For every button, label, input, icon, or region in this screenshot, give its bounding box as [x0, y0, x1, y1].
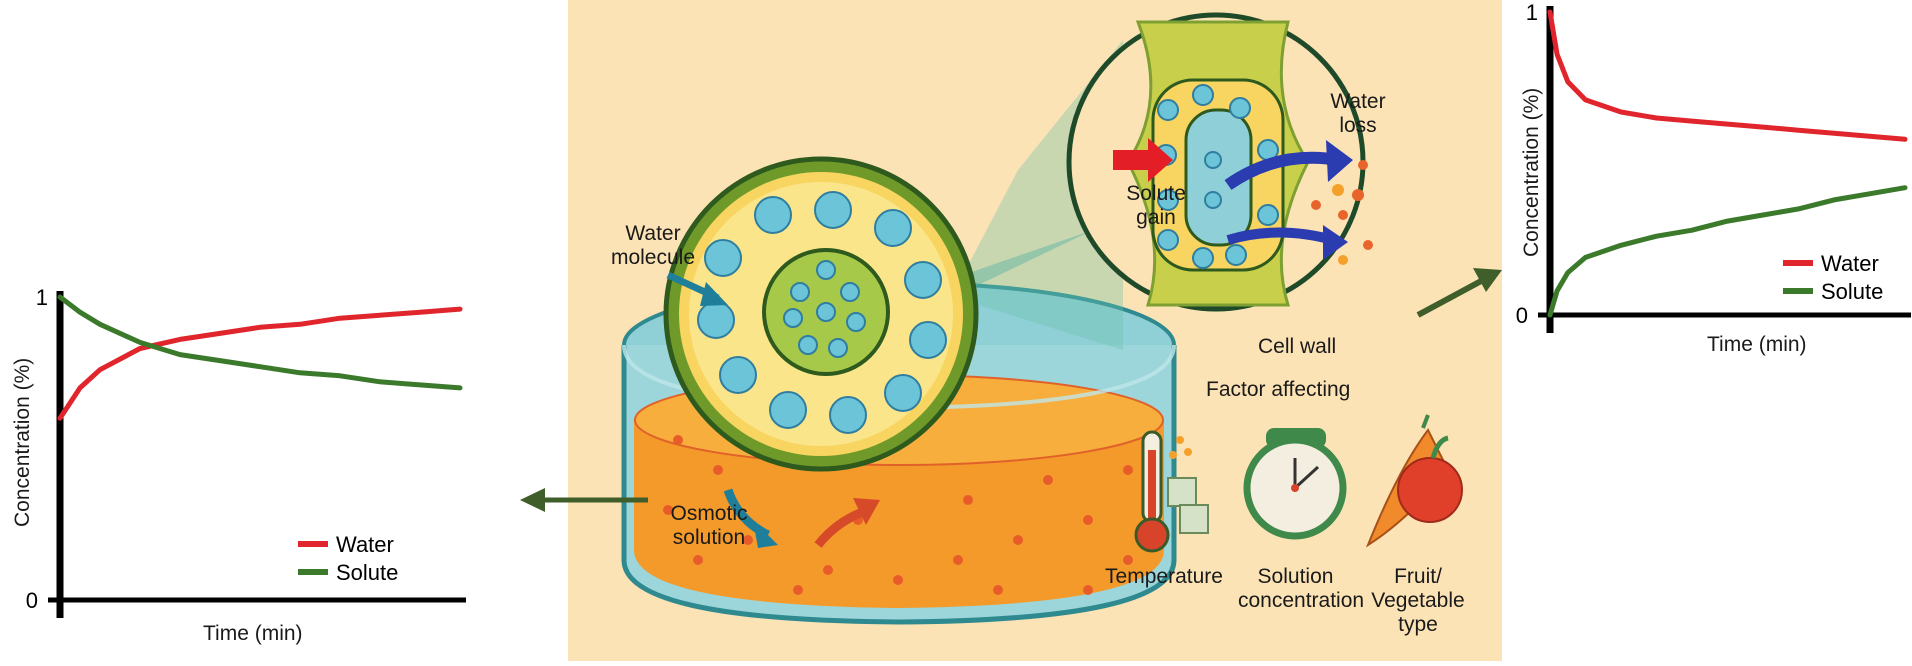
left-chart-series-solute	[57, 294, 463, 391]
right-chart-ylabel: Concentration (%)	[1520, 87, 1543, 257]
arrow-to-left-chart	[520, 488, 648, 512]
illustration-panel: Water molecule Osmotic solution Solute g…	[568, 0, 1502, 661]
arrow-to-right-chart	[1416, 277, 1485, 318]
fruit-slice	[663, 156, 979, 472]
water-loss-arrow-1	[1224, 151, 1339, 190]
clock-icon	[1243, 428, 1347, 540]
left-chart-xlabel: Time (min)	[203, 622, 303, 645]
left-chart-ytick-1: 1	[36, 285, 48, 310]
right-chart-legend-label-water: Water	[1821, 251, 1879, 276]
cell-zoom-circle	[1066, 12, 1373, 312]
water-molecule-label: Water molecule	[610, 222, 696, 269]
left-chart-ylabel: Concentration (%)	[11, 357, 34, 527]
solute-gain-arrow	[1113, 138, 1173, 182]
factor-type-label: Fruit/ Vegetable type	[1371, 565, 1465, 636]
zoom-cone	[963, 230, 1093, 290]
factor-affecting-label: Factor affecting	[1206, 378, 1351, 401]
right-chart-xlabel: Time (min)	[1707, 333, 1807, 356]
cell-wall-label: Cell wall	[1258, 335, 1337, 358]
left-chart-legend-label-water: Water	[336, 532, 394, 557]
water-loss-arrow-2	[1226, 227, 1335, 245]
water-loss-label: Water loss	[1330, 90, 1386, 137]
right-chart-ytick-0: 0	[1516, 303, 1528, 328]
right-chart-series-solute	[1547, 185, 1908, 318]
osmosis-illustration	[621, 12, 1502, 625]
solute-dots	[663, 435, 1133, 595]
left-chart-ytick-0: 0	[26, 588, 38, 613]
right-chart-legend-label-solute: Solute	[1821, 279, 1883, 304]
factor-temperature-label: Temperature	[1105, 565, 1223, 588]
solute-gain-label: Solute gain	[1126, 182, 1186, 229]
right-chart-ytick-1: 1	[1526, 0, 1538, 25]
left-chart-legend-label-solute: Solute	[336, 560, 398, 585]
factor-concentration-label: Solution concentration	[1238, 565, 1365, 612]
left-chart-series-water	[57, 306, 463, 421]
thermometer-icon	[1134, 430, 1209, 553]
fruit-vegetable-icon	[1365, 414, 1463, 548]
osmotic-solution-label: Osmotic solution	[670, 502, 748, 549]
right-chart-series-water	[1547, 9, 1908, 142]
